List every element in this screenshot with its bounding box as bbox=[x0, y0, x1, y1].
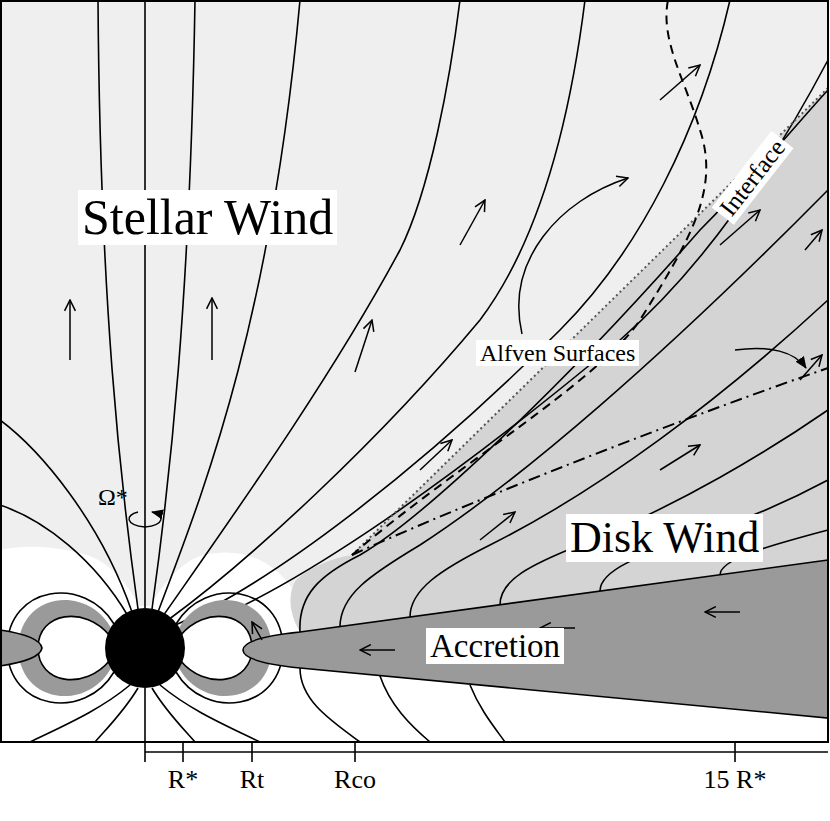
field-line bbox=[144, 0, 146, 608]
flow-arrow bbox=[660, 445, 700, 470]
field-line bbox=[380, 676, 430, 742]
star bbox=[105, 608, 185, 688]
field-line bbox=[160, 685, 260, 742]
axis-tick bbox=[182, 742, 184, 762]
field-line bbox=[152, 0, 195, 609]
stellar-field-lines bbox=[0, 0, 828, 633]
leader-arrow bbox=[519, 178, 628, 334]
field-line bbox=[163, 0, 460, 616]
axis-label: Rco bbox=[334, 766, 376, 795]
flow-arrow bbox=[805, 230, 822, 250]
axis-label: R* bbox=[168, 766, 198, 795]
closed-loop bbox=[180, 616, 252, 679]
axis-label: Rt bbox=[240, 766, 265, 795]
flow-arrow bbox=[420, 440, 452, 470]
field-line bbox=[300, 668, 360, 742]
disk-wind-region bbox=[290, 88, 828, 632]
radius-axis bbox=[145, 742, 828, 762]
field-line bbox=[178, 60, 828, 633]
region-label: Disk Wind bbox=[566, 514, 763, 562]
field-line bbox=[98, 0, 138, 609]
field-line bbox=[168, 0, 585, 620]
rotation-arrow bbox=[129, 512, 161, 527]
frame bbox=[1, 1, 828, 742]
flow-arrow bbox=[705, 611, 740, 613]
axis-line bbox=[145, 751, 828, 753]
flow-arrow bbox=[460, 200, 485, 245]
flow-arrow bbox=[480, 512, 515, 540]
flow-arrow bbox=[355, 320, 372, 372]
axis-tick bbox=[144, 742, 146, 762]
callout-label: Alfven Surfaces bbox=[476, 340, 639, 366]
region-label: Accretion bbox=[426, 628, 564, 664]
axis-tick bbox=[734, 742, 736, 762]
field-line bbox=[0, 420, 132, 612]
flow-arrow bbox=[660, 65, 700, 100]
flow-arrow bbox=[69, 300, 71, 360]
field-line bbox=[144, 688, 146, 742]
disk-field-lines bbox=[300, 90, 828, 632]
alfven-surface-stellar bbox=[352, 0, 706, 555]
flow-arrow bbox=[800, 355, 822, 380]
axis-tick bbox=[251, 742, 253, 762]
field-line bbox=[0, 505, 128, 616]
axis-label: 15 R* bbox=[704, 766, 767, 795]
region-label: Stellar Wind bbox=[78, 190, 337, 245]
field-line bbox=[470, 685, 505, 742]
flow-arrow bbox=[211, 298, 213, 360]
flow-arrow bbox=[252, 622, 262, 640]
flow-arrow bbox=[360, 649, 395, 651]
axis-tick bbox=[354, 742, 356, 762]
field-line bbox=[340, 190, 828, 627]
leader-arrow bbox=[735, 348, 806, 368]
accretion-disk bbox=[243, 560, 828, 718]
field-line bbox=[30, 685, 130, 742]
closed-loop bbox=[38, 616, 110, 679]
symbol-label: Ω* bbox=[98, 484, 128, 510]
field-line bbox=[300, 90, 828, 632]
flow-arrows bbox=[70, 65, 822, 650]
interface-line bbox=[352, 88, 828, 555]
accretion-disk-inner bbox=[0, 630, 42, 666]
